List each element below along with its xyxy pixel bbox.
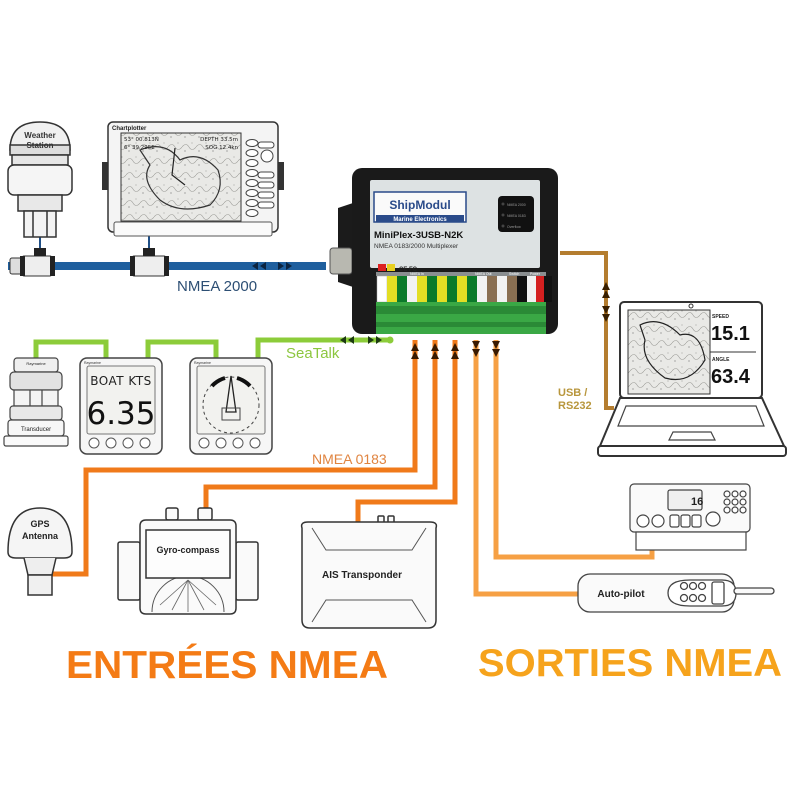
t-connector-icon xyxy=(9,248,55,277)
laptop-angle-value: 63.4 xyxy=(711,366,751,388)
nmea2000-label: NMEA 2000 xyxy=(177,278,257,295)
multiplexer-marks: CE FC xyxy=(399,267,418,273)
wind-display xyxy=(189,357,273,455)
usb-cable xyxy=(560,251,614,410)
multiplexer-subtitle: NMEA 0183/2000 Multiplexer xyxy=(374,243,459,250)
wind-display-brand: Raymarine xyxy=(194,361,211,365)
outputs-title: SORTIES NMEA xyxy=(478,642,782,685)
speed-display xyxy=(79,357,163,455)
chartplotter-title: Chartplotter xyxy=(112,126,147,132)
chartplotter-screen xyxy=(120,132,242,222)
ais-transponder xyxy=(300,515,438,629)
gyro-compass-label: Gyro-compass xyxy=(156,545,219,555)
nmea0183-label: NMEA 0183 xyxy=(312,451,387,467)
group-nmea-out: NMEA Out xyxy=(475,272,492,276)
t-connector-icon xyxy=(130,248,169,277)
led-nmea2000: NMEA 2000 xyxy=(507,203,526,207)
gps-label-line2: Antenna xyxy=(22,531,59,541)
transducer-label: Transducer xyxy=(21,427,51,433)
seatalk-label: SeaTalk xyxy=(286,345,340,362)
multiplexer-brand: ShipModul xyxy=(389,198,450,212)
n2k-connector-icon xyxy=(329,247,353,275)
chartplotter-latitude: 53° 00.813N xyxy=(124,137,159,143)
seatalk-direction-arrows xyxy=(340,336,382,344)
group-switch: Switch xyxy=(509,272,519,276)
chartplotter-sog: SOG 12.4kn xyxy=(205,145,238,151)
multiplexer xyxy=(329,168,558,334)
laptop xyxy=(597,301,787,457)
wire-gyro xyxy=(203,340,438,510)
transducer xyxy=(3,357,69,447)
multiplexer-model: MiniPlex-3USB-N2K xyxy=(374,230,463,241)
gps-antenna xyxy=(7,507,73,596)
vhf-channel: 16 xyxy=(691,496,703,508)
chartplotter xyxy=(102,121,284,237)
weather-station-label-line1: Weather xyxy=(24,131,55,140)
chartplotter-depth: DEPTH 33.5m xyxy=(200,137,238,143)
inputs-title: ENTRÉES NMEA xyxy=(66,643,388,687)
usb-label-line1: USB / xyxy=(558,387,587,399)
group-power: Power xyxy=(530,272,541,276)
nmea0183-direction-arrows xyxy=(411,341,500,359)
ais-label: AIS Transponder xyxy=(322,570,402,581)
autopilot-label: Auto-pilot xyxy=(597,589,645,600)
vhf-radio xyxy=(629,483,751,551)
speed-display-value: 6.35 xyxy=(86,396,155,432)
laptop-angle-label: ANGLE xyxy=(712,357,730,363)
chartplotter-longitude: 6° 39.295E xyxy=(124,145,155,151)
led-overflow: Overflow xyxy=(507,225,521,229)
nmea2000-backbone xyxy=(8,232,326,277)
autopilot-remote xyxy=(577,573,775,613)
weather-station-label-line2: Station xyxy=(26,141,53,150)
laptop-speed-value: 15.1 xyxy=(711,323,750,345)
weather-station xyxy=(7,121,73,238)
group-nmea-in: NMEA In xyxy=(410,272,424,276)
usb-label-line2: RS232 xyxy=(558,400,592,412)
transducer-brand: Raymarine xyxy=(26,361,46,366)
gyro-compass xyxy=(117,507,259,615)
led-panel xyxy=(498,196,534,232)
gps-label-line1: GPS xyxy=(30,519,49,529)
usb-direction-arrows xyxy=(602,282,610,322)
led-nmea0183: NMEA 0183 xyxy=(507,214,526,218)
wire-ais xyxy=(355,340,458,524)
laptop-speed-label: SPEED xyxy=(712,314,729,320)
wire-autopilot xyxy=(473,340,578,597)
nmea2000-direction-arrows xyxy=(252,262,292,270)
speed-display-brand: Raymarine xyxy=(84,361,101,365)
multiplexer-brand-sub: Marine Electronics xyxy=(393,217,447,223)
terminal-block xyxy=(376,275,552,334)
speed-display-heading: BOAT KTS xyxy=(90,374,152,388)
